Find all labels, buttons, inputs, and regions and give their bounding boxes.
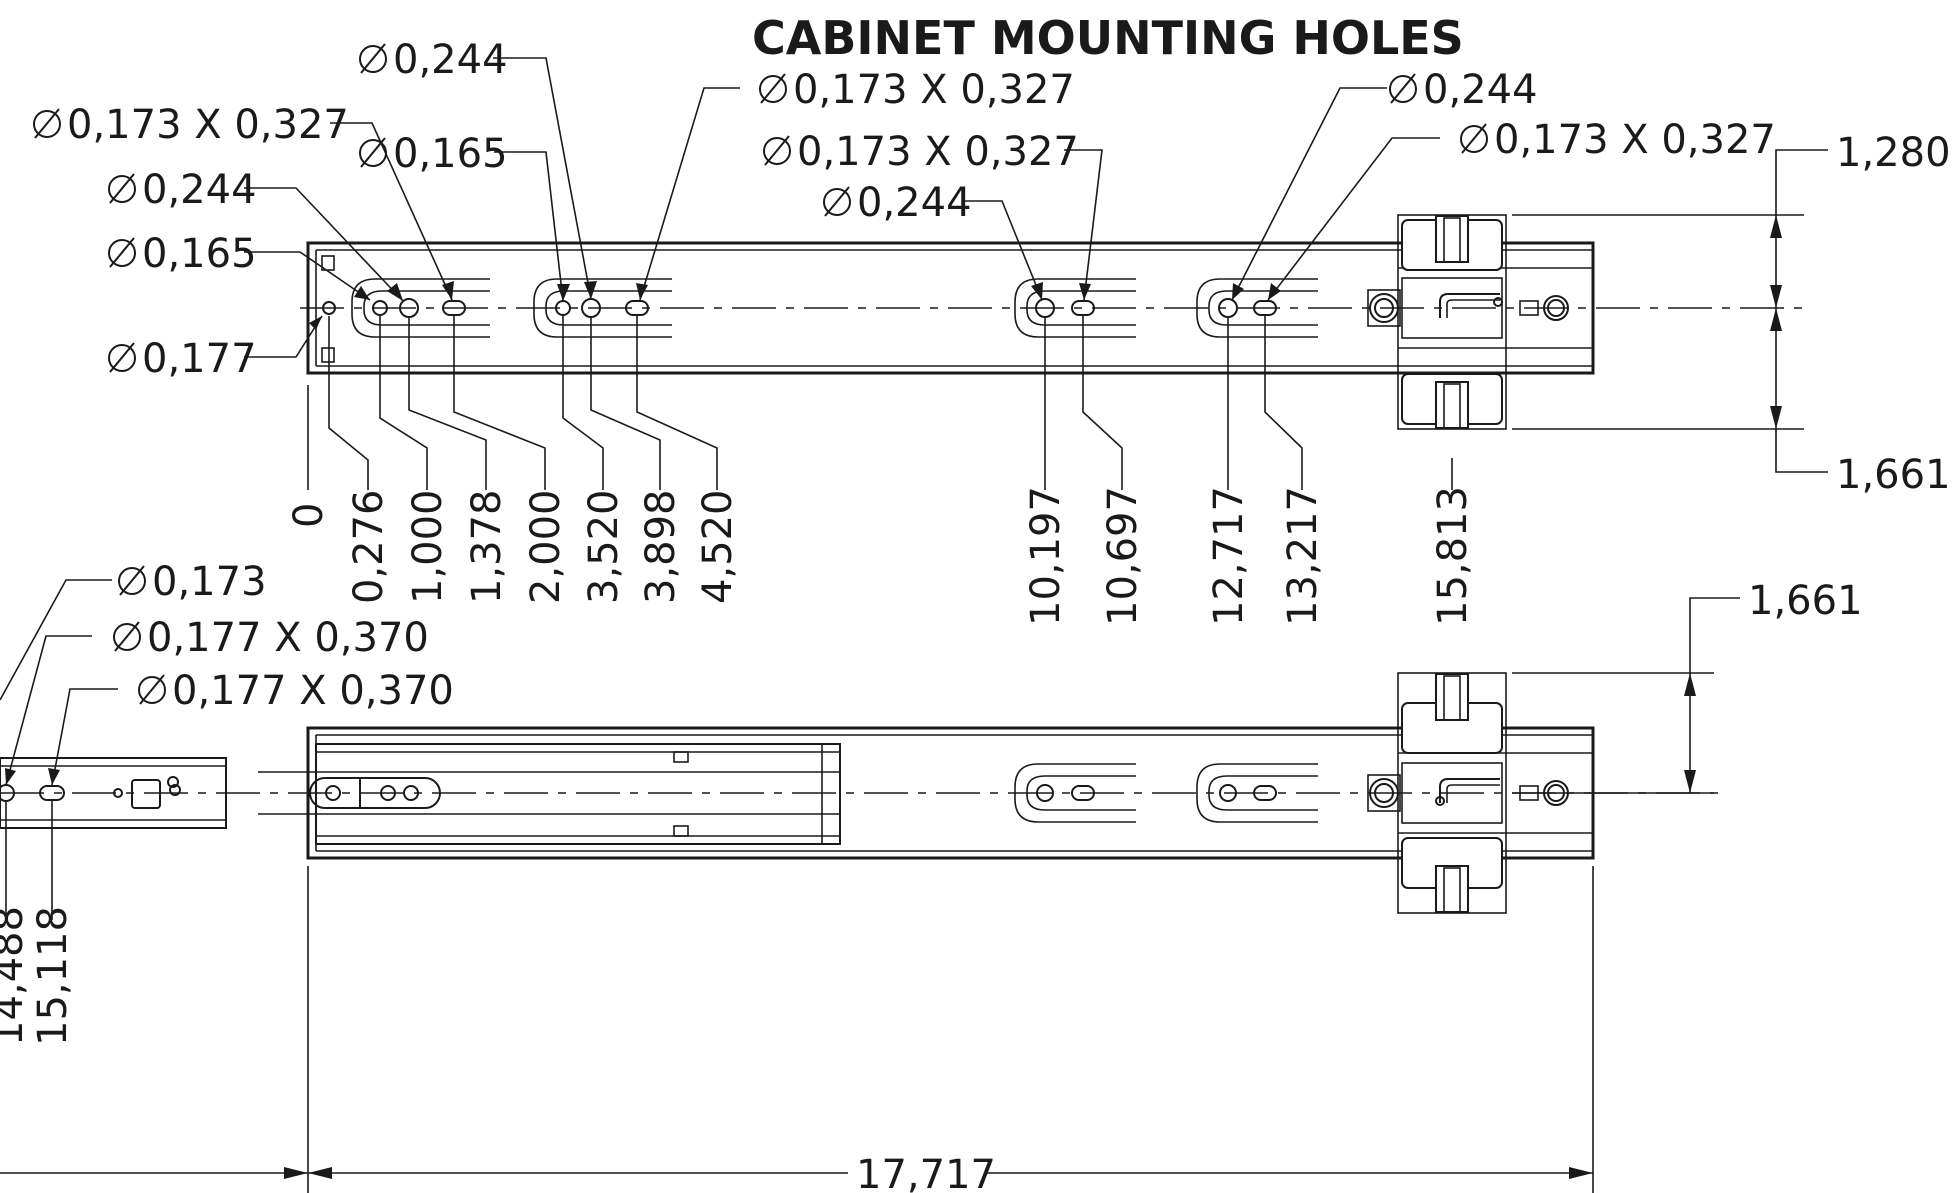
ordinate-13-217: 13,217 bbox=[1280, 486, 1326, 626]
ordinate-10-197: 10,197 bbox=[1023, 486, 1069, 626]
ordinate-12-717: 12,717 bbox=[1206, 486, 1252, 626]
callout-c07: 0,173 X 0,327 bbox=[793, 67, 1075, 113]
ordinate-14-488: 14,488 bbox=[0, 906, 32, 1046]
callout-c09: 0,244 bbox=[857, 180, 972, 226]
ordinate-1-000: 1,000 bbox=[405, 489, 451, 604]
callout-c05: 0,165 bbox=[142, 231, 257, 277]
callout-c04: 0,244 bbox=[142, 167, 257, 213]
top-view-ordinates: 0 0,276 1,000 1,378 2,000 3,520 3,898 4,… bbox=[286, 316, 1476, 626]
callout-c13: 0,177 X 0,370 bbox=[147, 615, 429, 661]
top-view-height-dimensions: 1,280 1,661 bbox=[1512, 130, 1951, 498]
ordinate-0: 0 bbox=[286, 503, 332, 528]
callout-c02: 0,173 X 0,327 bbox=[67, 102, 349, 148]
bottom-view-slide bbox=[0, 726, 1720, 860]
callout-c06: 0,177 bbox=[142, 336, 257, 382]
bottom-view-ordinates: 14,488 15,118 bbox=[0, 801, 76, 1046]
top-view-end-bracket bbox=[1367, 214, 1569, 430]
drawing-title: CABINET MOUNTING HOLES bbox=[752, 11, 1464, 65]
ordinate-10-697: 10,697 bbox=[1100, 486, 1146, 626]
callout-c12: 0,173 bbox=[152, 559, 267, 605]
callout-c10: 0,244 bbox=[1423, 67, 1538, 113]
overall-length-dimension: 17,717 bbox=[0, 866, 1594, 1193]
ordinate-0-276: 0,276 bbox=[346, 489, 392, 604]
ordinate-3-520: 3,520 bbox=[581, 489, 627, 604]
ordinate-15-813: 15,813 bbox=[1430, 486, 1476, 626]
callout-c03: 0,165 bbox=[393, 131, 508, 177]
callout-c01: 0,244 bbox=[393, 37, 508, 83]
callout-c14: 0,177 X 0,370 bbox=[172, 668, 454, 714]
ordinate-2-000: 2,000 bbox=[523, 489, 569, 604]
top-view-slide bbox=[300, 241, 1810, 375]
height-1-280: 1,280 bbox=[1836, 130, 1951, 176]
overall-length-17-717: 17,717 bbox=[856, 1152, 996, 1193]
callout-c08: 0,173 X 0,327 bbox=[797, 129, 1079, 175]
ordinate-3-898: 3,898 bbox=[638, 489, 684, 604]
bottom-view-callouts: 0,173 0,177 X 0,370 0,177 X 0,370 bbox=[0, 559, 454, 786]
callout-c11: 0,173 X 0,327 bbox=[1494, 117, 1776, 163]
top-view-callouts: 0,244 0,173 X 0,327 0,165 0,244 0,165 0,… bbox=[33, 37, 1776, 382]
ordinate-4-520: 4,520 bbox=[695, 489, 741, 604]
ordinate-1-378: 1,378 bbox=[464, 489, 510, 604]
height-1-661-bottom: 1,661 bbox=[1748, 578, 1863, 624]
bottom-view-height-dimension: 1,661 bbox=[1512, 578, 1863, 794]
ordinate-15-118: 15,118 bbox=[30, 906, 76, 1046]
height-1-661-top: 1,661 bbox=[1836, 452, 1951, 498]
